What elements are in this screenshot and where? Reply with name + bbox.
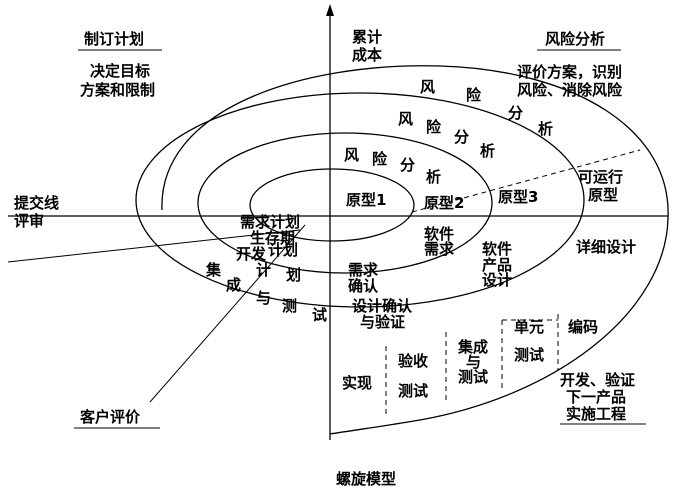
dev-plan-1: 开发 <box>236 245 267 263</box>
req-confirm-1: 需求 <box>348 261 379 279</box>
engineering-line-3: 实施工程 <box>566 405 626 423</box>
risk-desc-2: 风险、消除风险 <box>517 81 623 99</box>
product-design-2: 产品 <box>482 256 512 274</box>
prototype-2: 原型2 <box>424 194 464 212</box>
engineering-line-1: 开发、验证 <box>560 371 635 389</box>
engineering-line-2: 下一产品 <box>566 388 626 406</box>
software-req-1: 软件 <box>424 225 454 243</box>
review-label-2: 评审 <box>14 212 44 230</box>
plan-char-2: 划 <box>286 266 301 284</box>
integration-char-3: 与 <box>256 289 271 307</box>
plan-desc-2: 方案和限制 <box>80 81 155 99</box>
integration-test-1: 集成 <box>457 338 488 356</box>
risk-middle-4: 析 <box>480 142 495 160</box>
product-design-1: 软件 <box>482 240 512 258</box>
prototype-dashed-line <box>411 149 641 213</box>
design-confirm-1: 设计确认 <box>352 297 413 315</box>
diagram-caption: 螺旋模型 <box>336 470 396 488</box>
integration-char-1: 集 <box>205 261 222 279</box>
dev-plan-2: 计划 <box>268 241 298 259</box>
prototype-1: 原型1 <box>346 191 386 209</box>
risk-outer-4: 析 <box>538 120 553 138</box>
software-req-2: 需求 <box>424 240 455 258</box>
risk-outer-1: 风 <box>420 78 435 96</box>
design-confirm-2: 与验证 <box>360 313 405 331</box>
unit-test-1: 单元 <box>514 318 544 336</box>
detailed-design: 详细设计 <box>576 238 636 256</box>
risk-inner-4: 析 <box>426 168 441 186</box>
risk-middle-3: 分 <box>454 128 469 146</box>
risk-inner-1: 风 <box>344 146 359 164</box>
operational-prototype-2: 原型 <box>588 186 618 204</box>
acceptance-test-1: 验收 <box>398 352 428 370</box>
plan-title: 制订计划 <box>84 30 144 48</box>
review-line <box>7 229 301 263</box>
deploy: 实现 <box>342 374 372 392</box>
integration-char-5: 试 <box>312 306 327 324</box>
integration-test-2: 与 <box>466 353 481 371</box>
integration-char-2: 成 <box>226 276 241 294</box>
risk-outer-2: 险 <box>466 86 482 104</box>
plan-desc-1: 决定目标 <box>90 62 150 80</box>
product-design-3: 设计 <box>482 271 512 289</box>
req-confirm-2: 确认 <box>348 277 379 295</box>
cost-label-2: 成本 <box>352 46 382 64</box>
spiral-loop-4-bottom <box>329 217 669 435</box>
operational-prototype-1: 可运行 <box>578 168 623 186</box>
integration-test-3: 测试 <box>458 368 488 386</box>
lifecycle-plan: 生存期 <box>250 229 295 247</box>
spiral-loop-3 <box>135 92 585 308</box>
risk-middle-1: 风 <box>398 110 413 128</box>
risk-outer-3: 分 <box>508 104 523 122</box>
unit-test-2: 测试 <box>514 346 544 364</box>
risk-title: 风险分析 <box>545 30 605 48</box>
spiral-loop-1 <box>249 168 415 242</box>
acceptance-test-2: 测试 <box>398 382 428 400</box>
plan-char-1: 计 <box>256 261 271 279</box>
risk-middle-2: 险 <box>426 118 442 136</box>
risk-desc-1: 评价方案，识别 <box>517 63 622 81</box>
review-label-1: 提交线 <box>14 194 59 212</box>
customer-label: 客户评价 <box>79 408 141 426</box>
cost-label-1: 累计 <box>352 28 382 46</box>
requirements-plan: 需求计划 <box>240 213 300 231</box>
integration-char-4: 测 <box>282 297 297 315</box>
axis-arrow <box>326 4 334 16</box>
coding: 编码 <box>568 318 598 336</box>
risk-inner-2: 险 <box>372 150 388 168</box>
prototype-3: 原型3 <box>498 188 538 206</box>
risk-inner-3: 分 <box>400 156 415 174</box>
spiral-loop-2 <box>197 132 493 274</box>
customer-evaluation-line <box>149 224 306 403</box>
spiral-loop-4-top <box>161 65 669 219</box>
